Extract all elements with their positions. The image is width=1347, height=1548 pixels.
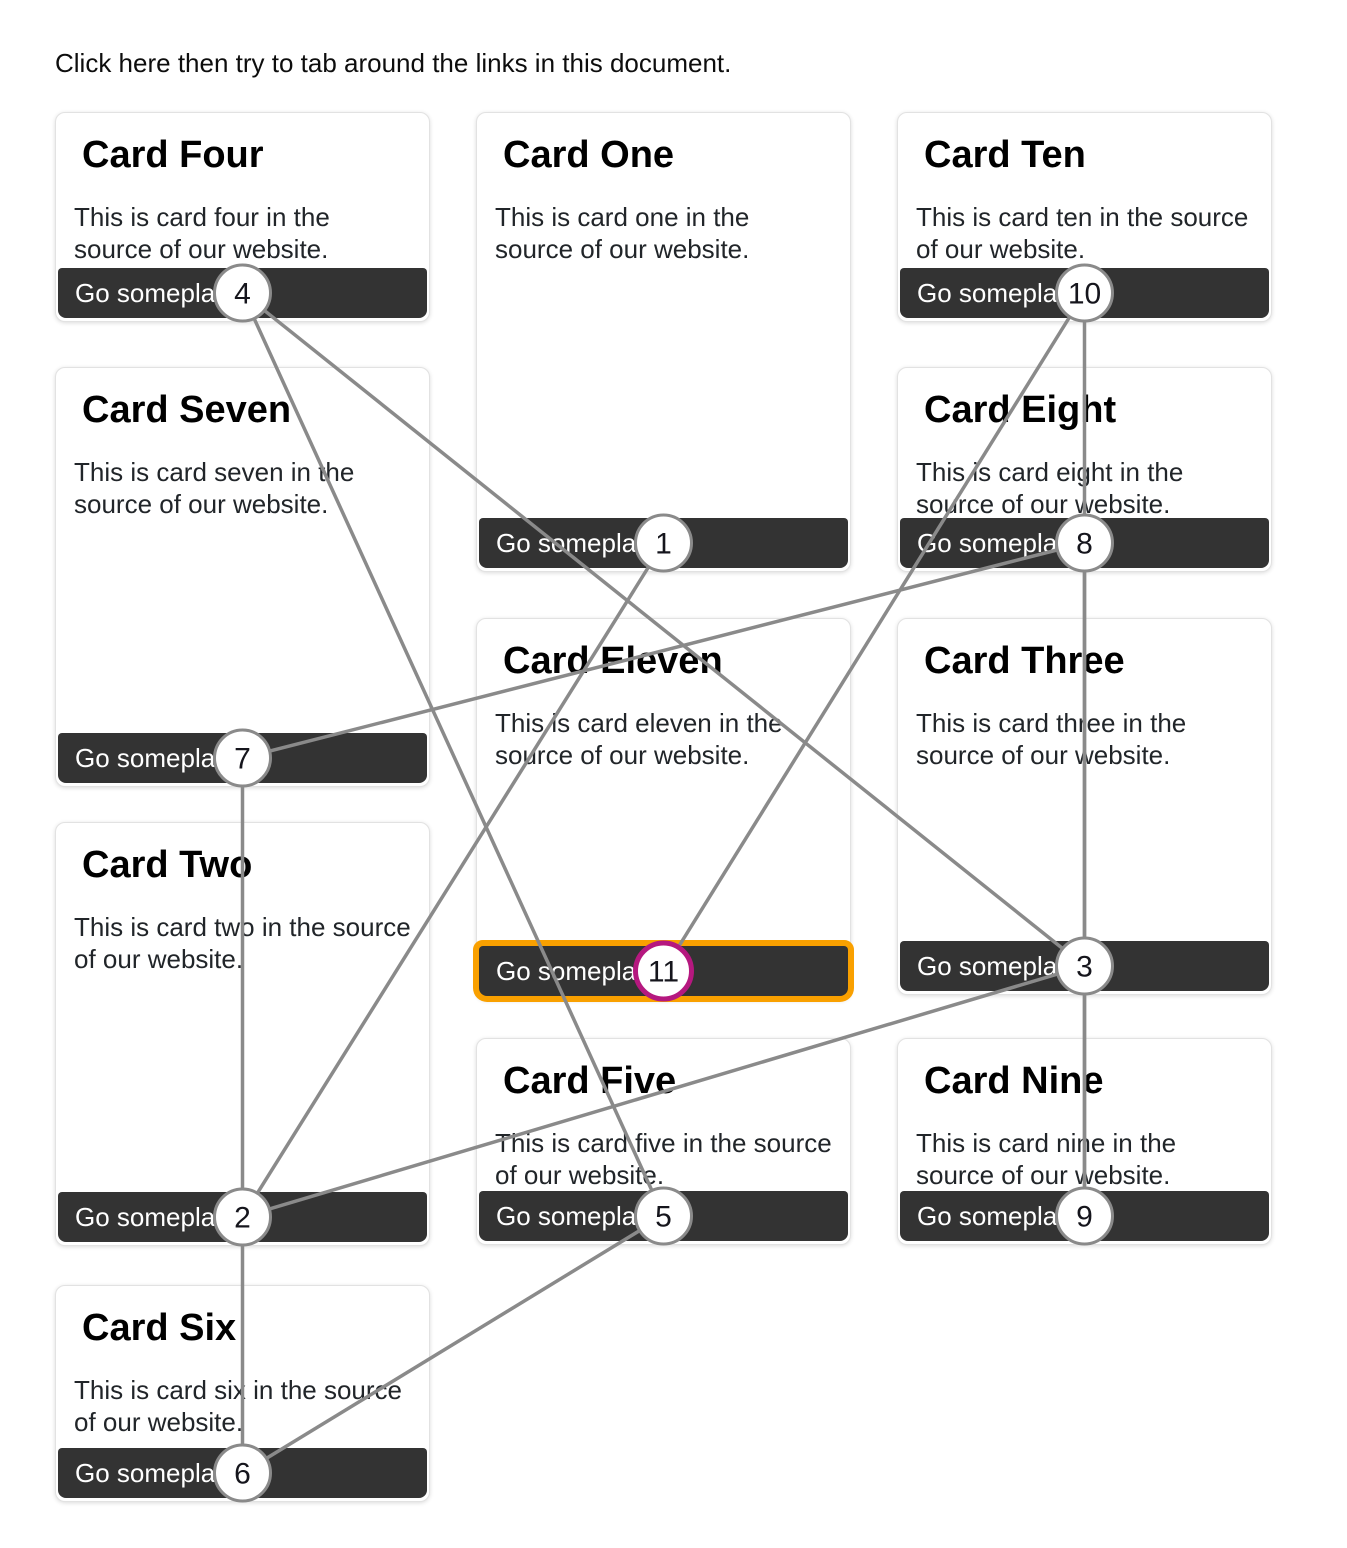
card-body: This is card one in the source of our we… bbox=[495, 202, 750, 264]
go-someplace-link[interactable]: Go someplace bbox=[58, 1192, 427, 1242]
go-someplace-link[interactable]: Go someplace bbox=[58, 1448, 427, 1498]
intro-text[interactable]: Click here then try to tab around the li… bbox=[55, 48, 732, 78]
go-someplace-link[interactable]: Go someplace bbox=[58, 268, 427, 318]
card-title: Card Seven bbox=[82, 389, 292, 431]
card-title: Card Two bbox=[82, 844, 253, 886]
card-body: This is card two in the source of our we… bbox=[74, 912, 411, 974]
go-someplace-link-focused[interactable]: Go someplace bbox=[479, 946, 848, 996]
go-someplace-link[interactable]: Go someplace bbox=[900, 1191, 1269, 1241]
card-eight: Card Eight This is card eight in the sou… bbox=[897, 367, 1272, 572]
card-body: This is card six in the source of our we… bbox=[74, 1375, 403, 1437]
card-ten: Card Ten This is card ten in the source … bbox=[897, 112, 1272, 322]
card-body: This is card three in the source of our … bbox=[916, 708, 1187, 770]
card-title: Card Three bbox=[924, 640, 1125, 682]
card-four: Card Four This is card four in the sourc… bbox=[55, 112, 430, 322]
go-someplace-link[interactable]: Go someplace bbox=[900, 518, 1269, 568]
card-body: This is card seven in the source of our … bbox=[74, 457, 355, 519]
card-body: This is card eleven in the source of our… bbox=[495, 708, 783, 770]
go-someplace-link[interactable]: Go someplace bbox=[900, 268, 1269, 318]
go-someplace-link[interactable]: Go someplace bbox=[479, 518, 848, 568]
card-body: This is card eight in the source of our … bbox=[916, 457, 1184, 519]
card-three: Card Three This is card three in the sou… bbox=[897, 618, 1272, 995]
card-body: This is card four in the source of our w… bbox=[74, 202, 330, 264]
card-title: Card Four bbox=[82, 134, 264, 176]
card-body: This is card ten in the source of our we… bbox=[916, 202, 1249, 264]
card-body: This is card nine in the source of our w… bbox=[916, 1128, 1177, 1190]
go-someplace-link[interactable]: Go someplace bbox=[479, 1191, 848, 1241]
card-title: Card Nine bbox=[924, 1060, 1104, 1102]
card-body: This is card five in the source of our w… bbox=[495, 1128, 832, 1190]
card-title: Card Ten bbox=[924, 134, 1086, 176]
card-title: Card Six bbox=[82, 1307, 237, 1349]
card-nine: Card Nine This is card nine in the sourc… bbox=[897, 1038, 1272, 1245]
card-title: Card Five bbox=[503, 1060, 677, 1102]
go-someplace-link[interactable]: Go someplace bbox=[58, 733, 427, 783]
card-six: Card Six This is card six in the source … bbox=[55, 1285, 430, 1502]
card-five: Card Five This is card five in the sourc… bbox=[476, 1038, 851, 1245]
card-two: Card Two This is card two in the source … bbox=[55, 822, 430, 1246]
go-someplace-link[interactable]: Go someplace bbox=[900, 941, 1269, 991]
card-eleven: Card Eleven This is card eleven in the s… bbox=[476, 618, 851, 1000]
card-one: Card One This is card one in the source … bbox=[476, 112, 851, 572]
card-title: Card One bbox=[503, 134, 675, 176]
card-title: Card Eight bbox=[924, 389, 1117, 431]
card-seven: Card Seven This is card seven in the sou… bbox=[55, 367, 430, 787]
card-title: Card Eleven bbox=[503, 640, 723, 682]
